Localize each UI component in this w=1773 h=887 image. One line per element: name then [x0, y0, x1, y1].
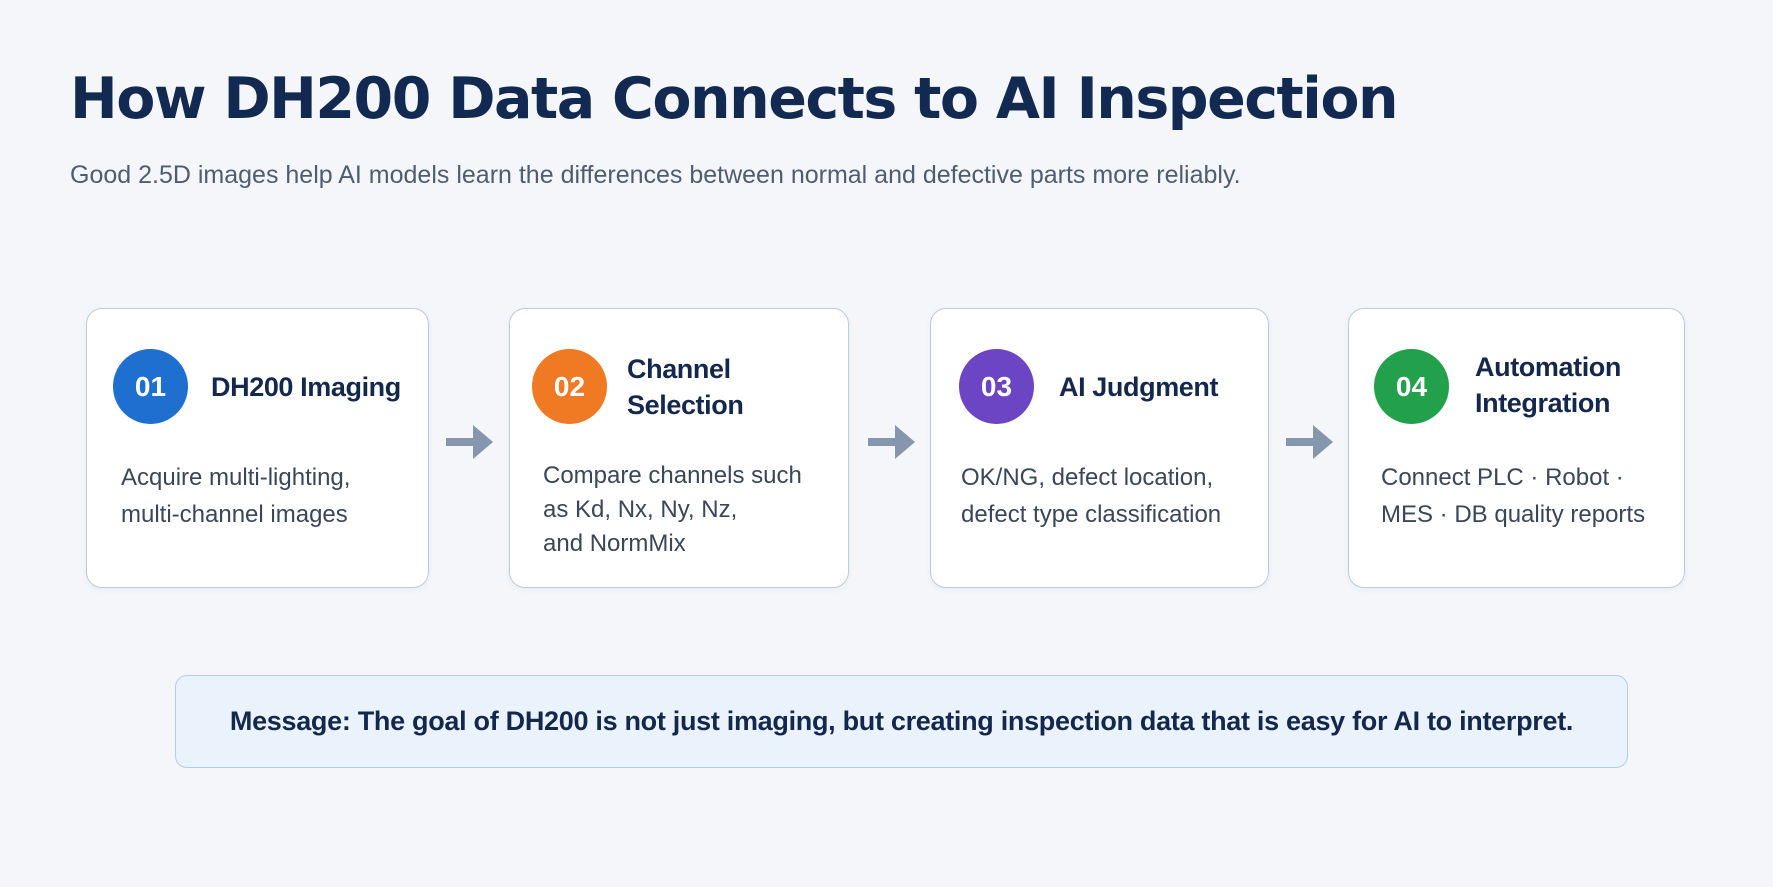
step-card-imaging: 01 DH200 Imaging Acquire multi-lighting,… [86, 308, 429, 588]
step-title: Channel Selection [627, 354, 744, 420]
message-text: Message: The goal of DH200 is not just i… [229, 706, 1574, 736]
arrow-right-icon [868, 425, 915, 459]
message-box: Message: The goal of DH200 is not just i… [175, 675, 1628, 768]
step-description: OK/NG, defect location, defect type clas… [961, 464, 1222, 528]
step-title: DH200 Imaging [211, 372, 401, 402]
step-number-badge: 04 [1374, 349, 1449, 424]
step-title: Automation Integration [1475, 352, 1621, 418]
page-subtitle: Good 2.5D images help AI models learn th… [70, 161, 1241, 189]
step-description: Connect PLC · Robot · MES · DB quality r… [1381, 464, 1646, 528]
step-number-badge: 01 [113, 349, 188, 424]
step-number-badge: 02 [532, 349, 607, 424]
step-number-badge: 03 [959, 349, 1034, 424]
step-title: AI Judgment [1059, 372, 1219, 402]
arrow-right-icon [446, 425, 493, 459]
step-description: Acquire multi-lighting, multi-channel im… [121, 464, 351, 528]
page-title: How DH200 Data Connects to AI Inspection [70, 66, 1399, 132]
step-card-ai-judgment: 03 AI Judgment OK/NG, defect location, d… [930, 308, 1269, 588]
step-description: Compare channels such as Kd, Nx, Ny, Nz,… [543, 462, 802, 557]
arrow-right-icon [1286, 425, 1333, 459]
step-card-channel-selection: 02 Channel Selection Compare channels su… [509, 308, 849, 588]
step-card-automation-integration: 04 Automation Integration Connect PLC · … [1348, 308, 1685, 588]
